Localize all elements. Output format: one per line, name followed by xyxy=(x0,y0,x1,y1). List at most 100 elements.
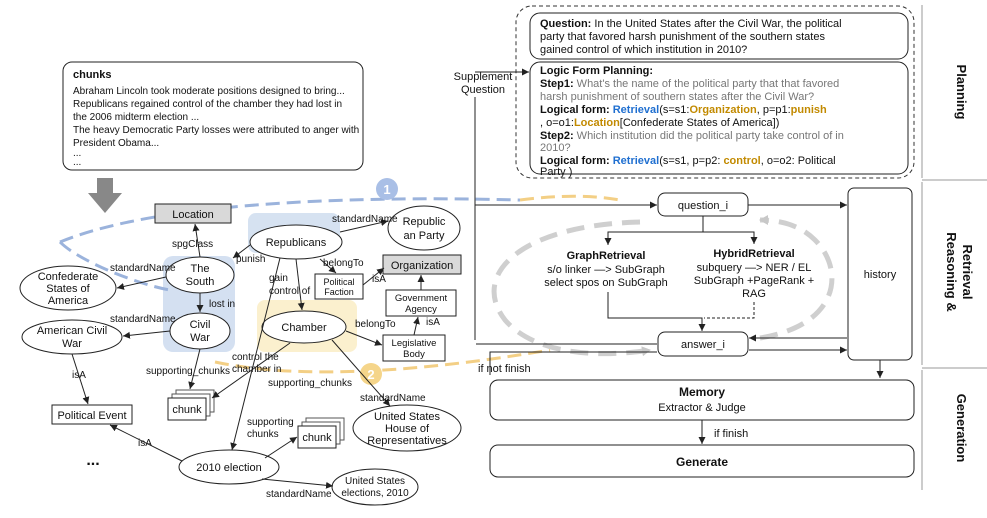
svg-text:belongTo: belongTo xyxy=(323,258,364,269)
svg-text:select spos on SubGraph: select spos on SubGraph xyxy=(544,277,668,289)
node-location: Location xyxy=(154,203,232,224)
svg-text:lost in: lost in xyxy=(209,299,235,310)
node-republicans: Republicans xyxy=(249,224,343,260)
chunks-panel: chunks Abraham Lincoln took moderate pos… xyxy=(62,61,364,171)
node-confederate-states: Confederate States of America xyxy=(19,265,117,311)
step1-line-1: Step1: What's the name of the political … xyxy=(540,78,839,90)
chunk-line-6: ... xyxy=(73,148,81,159)
svg-text:belongTo: belongTo xyxy=(355,319,396,330)
node-civil-war: Civil War xyxy=(169,312,231,350)
chunks-title: chunks xyxy=(73,69,112,81)
marker-2-label: 2 xyxy=(367,367,374,382)
loop-1-path xyxy=(59,197,521,244)
graph-ellipsis: ... xyxy=(86,452,99,469)
chunk-line-4: The heavy Democratic Party losses were a… xyxy=(73,125,359,136)
svg-text:punish: punish xyxy=(236,254,265,265)
svg-text:Location: Location xyxy=(172,209,214,221)
svg-text:isA: isA xyxy=(426,317,440,328)
graph-edge-labels: spgClass standardName punish standardNam… xyxy=(72,214,440,500)
node-american-civil-war: American Civil War xyxy=(21,319,123,355)
svg-text:standardName: standardName xyxy=(110,263,176,274)
loop-gray-right xyxy=(759,215,835,341)
chunk-stack-1: chunk xyxy=(167,389,215,421)
svg-text:Legislative: Legislative xyxy=(392,338,437,349)
svg-text:America: America xyxy=(48,295,89,307)
svg-text:standardName: standardName xyxy=(332,214,398,225)
graph-retrieval: GraphRetrieval s/o linker —> SubGraph se… xyxy=(544,250,668,289)
svg-text:isA: isA xyxy=(372,274,386,285)
marker-2 xyxy=(360,363,382,385)
svg-text:chamber in: chamber in xyxy=(232,364,281,375)
if-not-finish-label: if not finish xyxy=(478,363,531,375)
svg-text:American Civil: American Civil xyxy=(37,325,107,337)
svg-text:question_i: question_i xyxy=(678,200,728,212)
svg-text:history: history xyxy=(864,269,897,281)
svg-text:Faction: Faction xyxy=(324,287,354,297)
svg-text:South: South xyxy=(186,276,215,288)
section-planning: Planning xyxy=(954,65,969,120)
svg-text:Organization: Organization xyxy=(391,260,453,272)
svg-text:Extractor & Judge: Extractor & Judge xyxy=(658,402,745,414)
svg-text:standardName: standardName xyxy=(110,314,176,325)
node-us-elections-2010: United States elections, 2010 xyxy=(331,468,419,506)
svg-text:The: The xyxy=(191,263,210,275)
svg-text:chunks: chunks xyxy=(247,429,279,440)
logical-form-2-cont: Party ) xyxy=(540,166,572,178)
svg-text:Republic: Republic xyxy=(403,216,446,228)
loop-2-top xyxy=(519,194,621,202)
svg-text:control of: control of xyxy=(269,286,310,297)
node-organization: Organization xyxy=(382,254,462,275)
section-generation: Generation xyxy=(954,394,969,463)
svg-text:isA: isA xyxy=(138,438,152,449)
svg-text:subquery —> NER / EL: subquery —> NER / EL xyxy=(697,262,812,274)
section-reasoning-1: Reasoning & xyxy=(944,232,959,311)
svg-text:SubGraph +PageRank +: SubGraph +PageRank + xyxy=(694,275,814,287)
chunk-line-1: Abraham Lincoln took moderate positions … xyxy=(73,86,345,97)
supplement-question-1: Supplement xyxy=(454,71,513,83)
svg-text:spgClass: spgClass xyxy=(172,239,213,250)
marker-1-label: 1 xyxy=(383,182,390,197)
svg-text:Political: Political xyxy=(323,277,354,287)
svg-text:Memory: Memory xyxy=(679,385,725,399)
logical-form-1-cont: , o=o1:Location[Confederate States of Am… xyxy=(540,117,779,129)
svg-text:States of: States of xyxy=(46,283,90,295)
chunk-line-7: ... xyxy=(73,157,81,168)
chunk-stack-2: chunk xyxy=(297,417,345,449)
logic-form-title: Logic Form Planning: xyxy=(540,65,653,77)
svg-text:gain: gain xyxy=(269,273,288,284)
marker-1 xyxy=(376,178,398,200)
answer-i-box: answer_i xyxy=(657,331,749,357)
logical-form-2: Logical form: Retrieval(s=s1, p=p2: cont… xyxy=(540,155,836,167)
svg-text:Government: Government xyxy=(395,293,448,304)
svg-text:isA: isA xyxy=(72,370,86,381)
svg-text:United States: United States xyxy=(345,476,405,487)
step2-line-2: 2010? xyxy=(540,142,571,154)
svg-text:HybridRetrieval: HybridRetrieval xyxy=(713,248,794,260)
svg-text:Chamber: Chamber xyxy=(281,322,327,334)
svg-text:supporting_chunks: supporting_chunks xyxy=(268,378,352,389)
if-finish-label: if finish xyxy=(714,428,748,440)
svg-text:Civil: Civil xyxy=(190,319,211,331)
node-republican-party: Republic an Party xyxy=(387,205,461,251)
svg-text:s/o linker —> SubGraph: s/o linker —> SubGraph xyxy=(547,264,665,276)
reasoning-arrows xyxy=(475,201,884,378)
logical-form-1: Logical form: Retrieval(s=s1:Organizatio… xyxy=(540,104,827,116)
svg-text:control the: control the xyxy=(232,352,279,363)
graph-edges xyxy=(71,219,425,489)
node-chamber: Chamber xyxy=(261,310,347,344)
svg-text:chunk: chunk xyxy=(302,432,332,444)
loop-1-tail xyxy=(58,240,171,292)
step2-line-1: Step2: Which institution did the politic… xyxy=(540,130,844,142)
svg-text:elections, 2010: elections, 2010 xyxy=(341,488,409,499)
section-dividers xyxy=(921,5,987,490)
svg-text:Generate: Generate xyxy=(676,455,728,469)
question-text-1: Question: In the United States after the… xyxy=(540,18,842,30)
planning-panel: Question: In the United States after the… xyxy=(515,5,915,179)
step1-line-2: harsh punishment of southern states afte… xyxy=(540,91,814,103)
svg-text:RAG: RAG xyxy=(742,288,766,300)
svg-text:GraphRetrieval: GraphRetrieval xyxy=(567,250,646,262)
svg-text:Republicans: Republicans xyxy=(266,237,327,249)
loop-gray-left xyxy=(491,219,651,357)
svg-text:standardName: standardName xyxy=(266,489,332,500)
memory-box: Memory Extractor & Judge xyxy=(489,379,915,421)
